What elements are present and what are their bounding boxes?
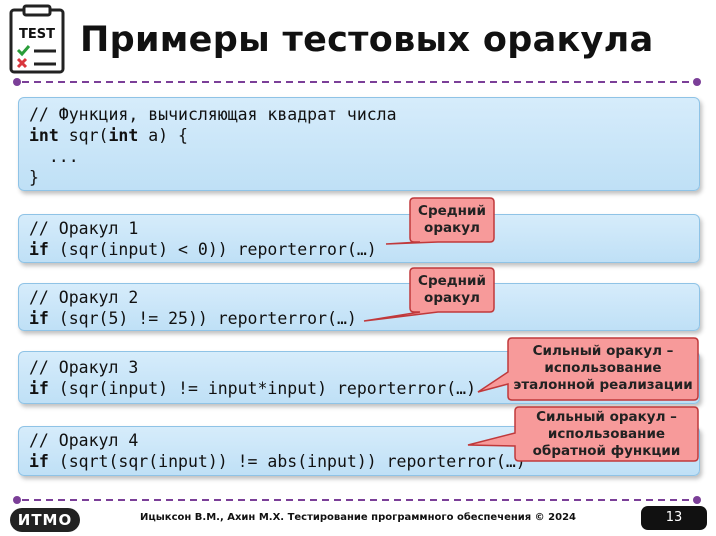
code-block-oracle-2: // Оракул 2 if (sqr(5) != 25)) reporterr…: [18, 283, 700, 331]
code-line: }: [29, 168, 39, 187]
callout-strong-2: Сильный оракул – использование обратной …: [532, 409, 681, 459]
code-line: int sqr(int a) {: [29, 126, 188, 145]
test-checklist-icon: TEST: [9, 4, 65, 74]
footer-credits: Ицыксон В.М., Ахин М.Х. Тестирование про…: [139, 512, 576, 523]
code-line: // Оракул 4: [29, 431, 139, 450]
code-block-function: // Функция, вычисляющая квадрат числа in…: [18, 97, 700, 191]
code-line: // Функция, вычисляющая квадрат числа: [29, 105, 397, 124]
code-line: if (sqr(5) != 25)) reporterror(…): [29, 309, 357, 328]
page-number: 13: [641, 506, 707, 530]
top-divider: [13, 78, 701, 86]
code-line: // Оракул 2: [29, 288, 139, 307]
code-line: ...: [29, 147, 79, 166]
bottom-divider: [13, 496, 701, 504]
callout-medium-2: Средний оракул: [418, 273, 486, 306]
page-title: Примеры тестовых оракула: [80, 20, 654, 60]
callout-medium-1: Средний оракул: [418, 203, 486, 236]
code-line: if (sqr(input) != input*input) reporterr…: [29, 379, 477, 398]
test-logo-label: TEST: [19, 27, 55, 42]
code-block-oracle-1: // Оракул 1 if (sqr(input) < 0)) reporte…: [18, 214, 700, 263]
code-line: if (sqr(input) < 0)) reporterror(…): [29, 240, 377, 259]
itmo-logo: ИTMO: [10, 508, 80, 532]
callout-strong-1: Сильный оракул – использование эталонной…: [513, 343, 693, 393]
code-line: // Оракул 3: [29, 358, 139, 377]
code-line: // Оракул 1: [29, 219, 139, 238]
